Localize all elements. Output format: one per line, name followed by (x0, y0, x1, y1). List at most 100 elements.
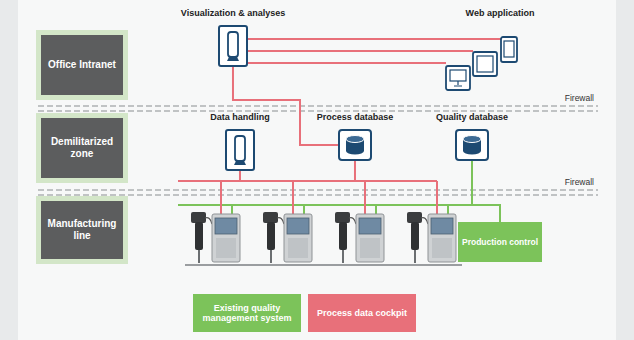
node-heading: Web application (445, 8, 555, 19)
node-heading: Quality database (436, 112, 508, 123)
icon-frame (219, 26, 247, 66)
tool-cable (349, 218, 356, 224)
tool-grip (411, 222, 419, 250)
firewall-line (38, 105, 598, 106)
icon-holder (225, 129, 255, 171)
network-zone: Office Intranet (36, 30, 128, 100)
node-heading: Process database (317, 112, 394, 123)
tool-head (191, 212, 206, 223)
controller-cabinet (356, 214, 384, 262)
controller-screen (431, 218, 453, 234)
tool-cable (205, 218, 212, 224)
node-text: Demilitarized zone (43, 136, 121, 160)
tool-bit (342, 250, 344, 263)
server-base (234, 161, 246, 165)
line-floor (185, 264, 462, 266)
quality-drop (231, 205, 233, 214)
controller-screen (359, 218, 381, 234)
legend-text: Process data cockpit (317, 308, 407, 318)
tool-cable (421, 218, 428, 224)
icon-frame (339, 130, 371, 160)
panel (18, 0, 616, 340)
firewall-label: Firewall (563, 177, 596, 187)
icon-holder (218, 25, 248, 67)
process-drop (364, 181, 366, 214)
devices-icon (445, 36, 525, 92)
database-top (346, 136, 364, 143)
legend-swatch: Process data cockpit (308, 294, 416, 332)
screwing-station (191, 181, 240, 263)
db-icon (455, 129, 489, 161)
database-bottom (463, 148, 481, 155)
database-top (463, 136, 481, 143)
tool-bit (414, 250, 416, 263)
tool-grip (195, 222, 203, 250)
server-icon (225, 129, 255, 171)
screwing-station (407, 181, 456, 263)
icon-frame (226, 130, 254, 170)
controller-screen (287, 218, 309, 234)
process-drop (436, 181, 438, 214)
node-text: Manufacturing line (43, 218, 121, 242)
screwing-station (335, 181, 384, 263)
server-node: Data handling (210, 112, 270, 171)
node-text: Production control (462, 237, 538, 247)
icon-frame (456, 130, 488, 160)
icon-holder (338, 129, 372, 161)
server-icon (218, 25, 248, 67)
quality-drop (447, 205, 449, 214)
legend-swatch: Existing quality management system (193, 294, 301, 332)
firewall-line (38, 189, 598, 190)
tool-cable (277, 218, 284, 224)
tool-grip (339, 222, 347, 250)
network-connection (248, 50, 473, 52)
controller-door (432, 238, 452, 258)
network-zone: Manufacturing line (36, 196, 128, 264)
control-box: Production control (458, 222, 542, 262)
phone-screen (504, 41, 514, 57)
tool-bit (198, 250, 200, 263)
phone-icon (501, 37, 517, 62)
firewall-label: Firewall (563, 93, 596, 103)
tool-head (335, 212, 350, 223)
monitor-screen (450, 70, 466, 81)
tool-head (263, 212, 278, 223)
node-heading: Visualization & analyses (181, 8, 285, 19)
db-icon (338, 129, 372, 161)
server-base (227, 57, 239, 61)
firewall-line (38, 110, 598, 111)
node-heading: Data handling (210, 112, 270, 123)
icon-holder (455, 129, 489, 161)
database-bottom (346, 148, 364, 155)
server-node: Visualization & analyses (181, 8, 285, 67)
controller-door (360, 238, 380, 258)
network-zone: Demilitarized zone (36, 113, 128, 183)
controller-door (288, 238, 308, 258)
controller-cabinet (284, 214, 312, 262)
client-devices: Web application (445, 8, 555, 86)
database-node: Quality database (436, 112, 508, 161)
quality-bus (178, 204, 500, 206)
server-tower (228, 32, 238, 57)
tool-head (407, 212, 422, 223)
screwing-station (263, 181, 312, 263)
monitor-stand (454, 81, 462, 86)
legend-text: Existing quality management system (199, 303, 295, 323)
server-tower (235, 136, 245, 161)
tablet-screen (477, 56, 493, 72)
controller-door (216, 238, 236, 258)
network-connection (248, 62, 446, 64)
quality-drop (375, 205, 377, 214)
process-drop (220, 181, 222, 214)
tool-bit (270, 250, 272, 263)
network-connection (240, 161, 355, 181)
network-connection (472, 161, 500, 222)
process-drop (292, 181, 294, 214)
controller-cabinet (212, 214, 240, 262)
quality-drop (303, 205, 305, 214)
tool-grip (267, 222, 275, 250)
stations (178, 181, 500, 265)
controller-screen (215, 218, 237, 234)
node-text: Office Intranet (48, 59, 116, 71)
